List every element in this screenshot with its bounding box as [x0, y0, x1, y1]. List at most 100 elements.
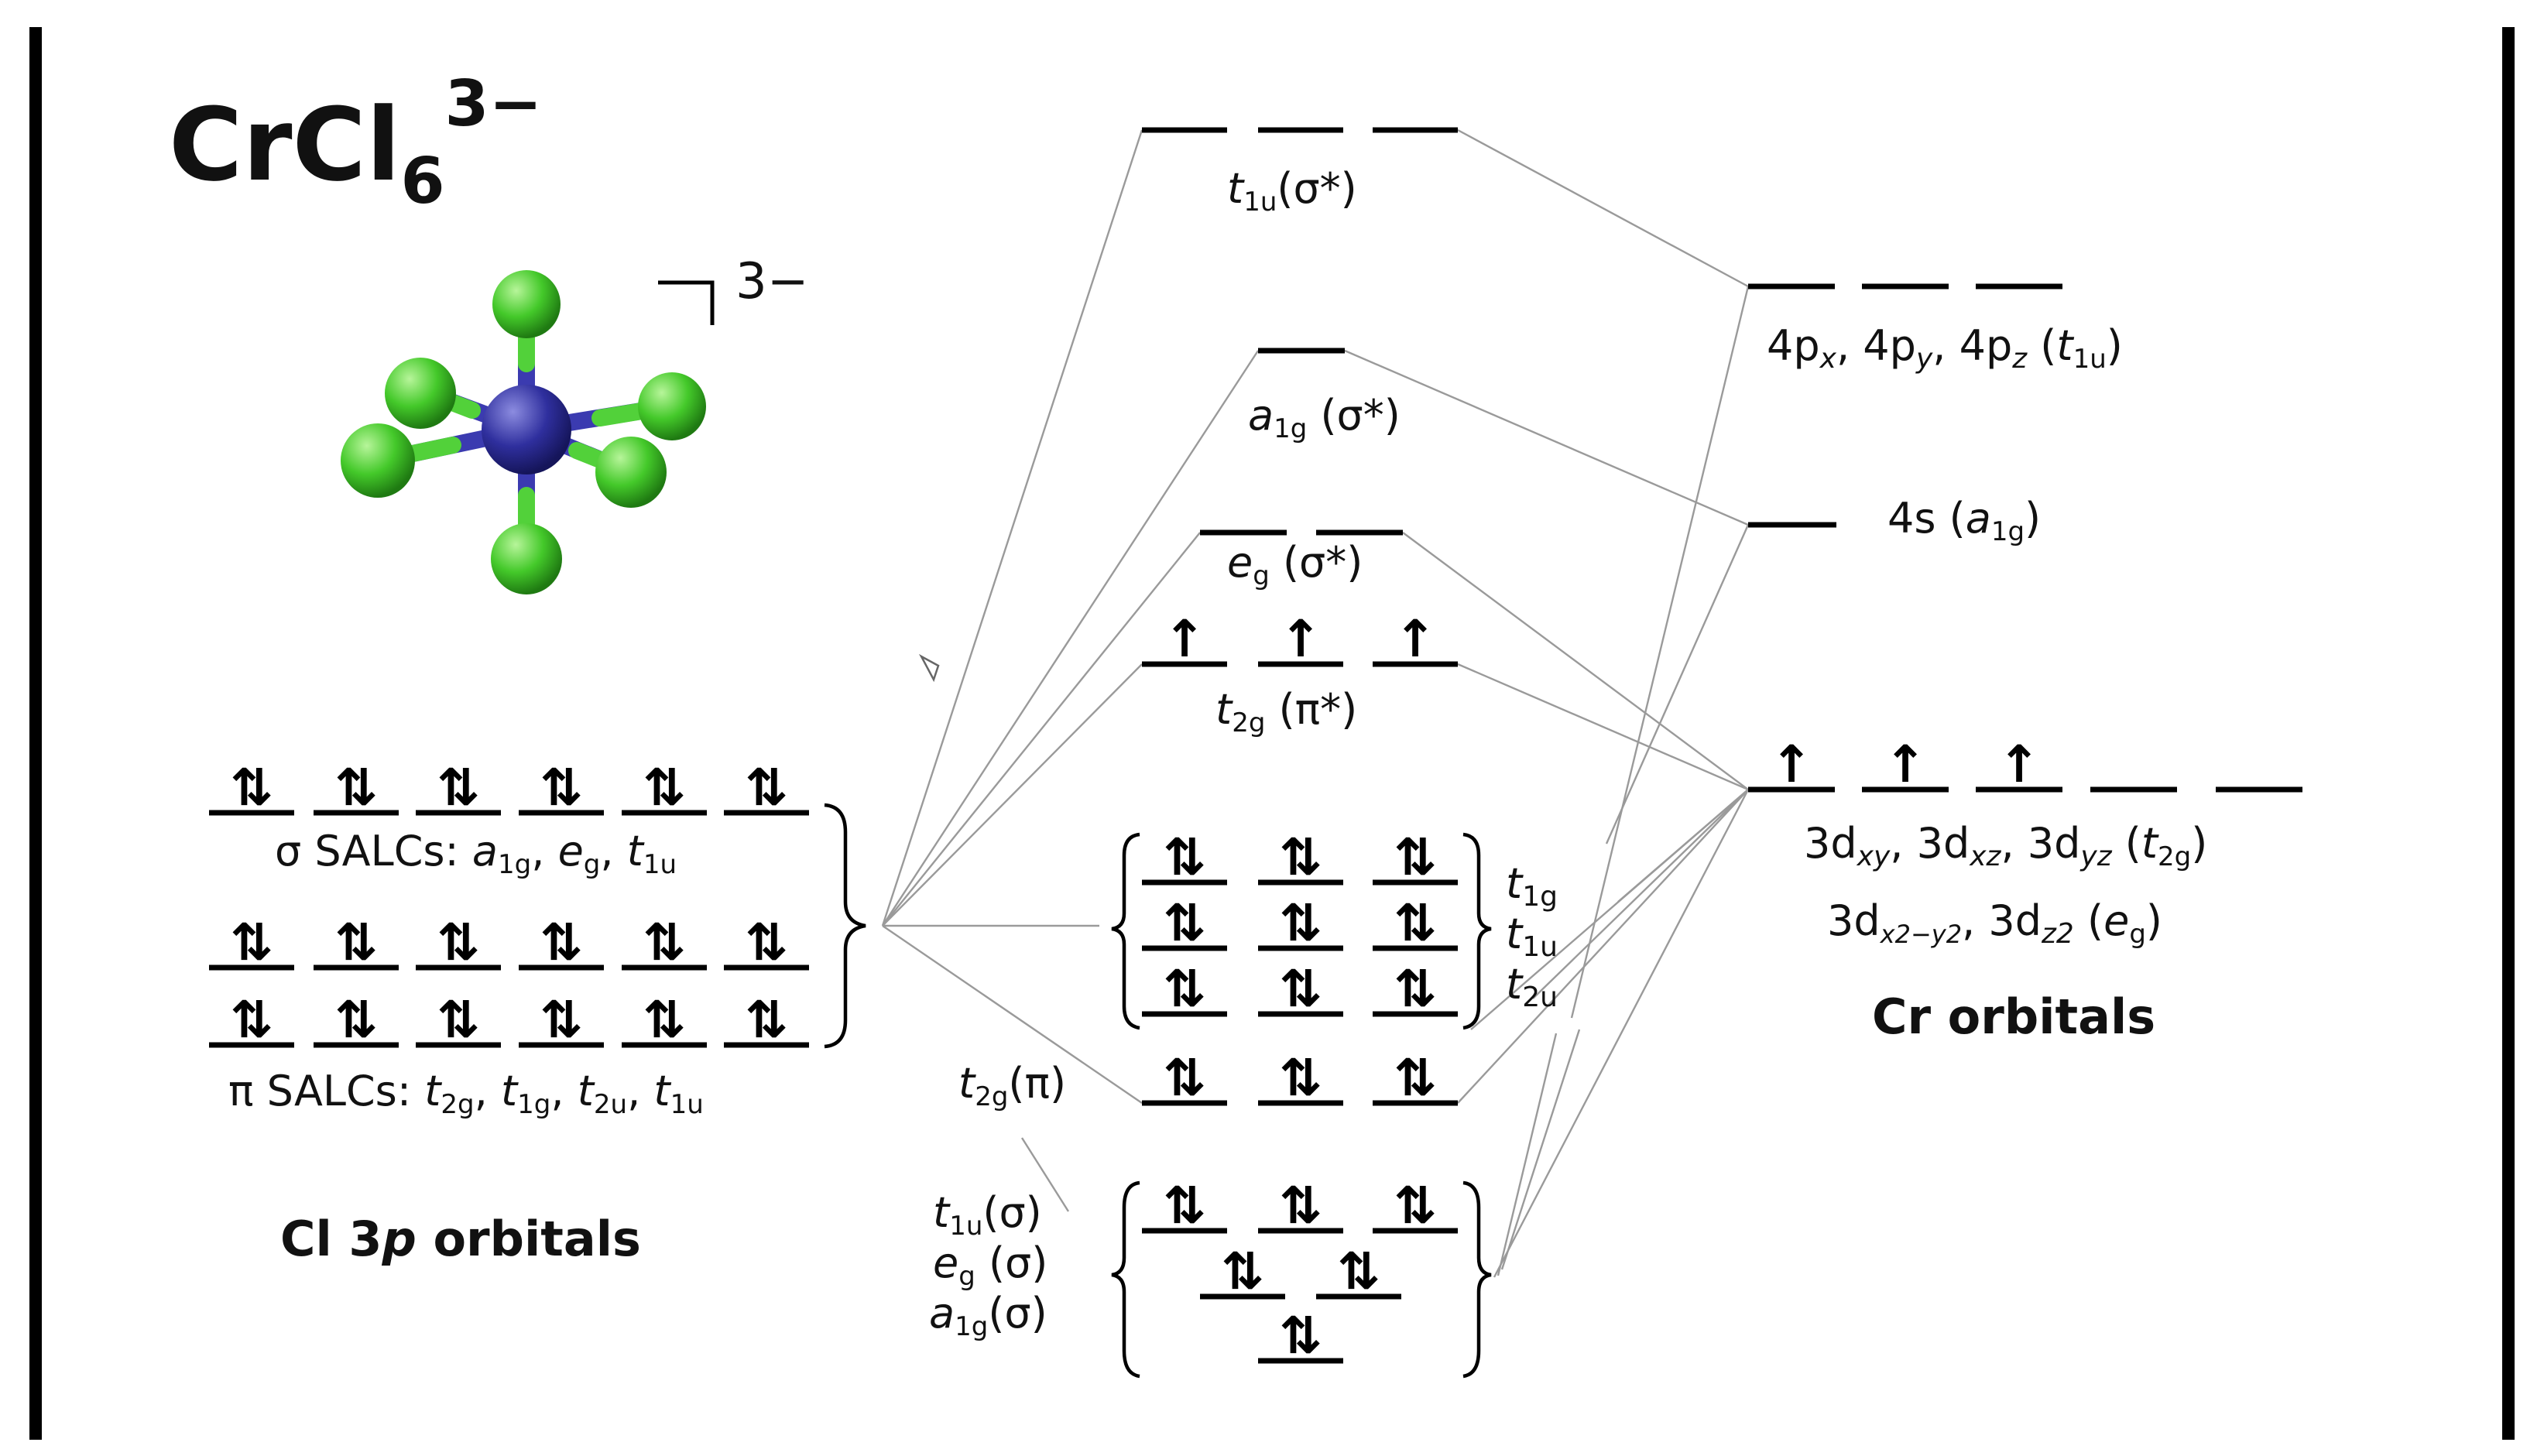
metal-3d-level-2: ↑: [1976, 735, 2062, 794]
nonbonding-level-r0-1: ⇅: [1258, 827, 1343, 887]
nonbonding-level-r0-2: ⇅: [1373, 827, 1458, 887]
ligand-level-r2-2-electron-pair: ⇅: [437, 990, 479, 1050]
correlation-line-18: [1470, 789, 1749, 1030]
label-4s: 4s (a1g): [1887, 494, 2041, 547]
cl-atom-lower-right: [595, 437, 667, 508]
ligand-level-r2-4-electron-pair: ⇅: [643, 990, 685, 1050]
cl-3p-orbitals-title: Cl 3p orbitals: [280, 1211, 641, 1267]
correlation-line-6: [882, 663, 1143, 927]
left-frame-bar: [29, 27, 42, 1440]
label-a1g-sigma: a1g(σ): [929, 1289, 1047, 1342]
ligand-level-r0-4-electron-pair: ⇅: [643, 758, 685, 817]
nonbonding-level-r2-0: ⇅: [1142, 959, 1227, 1019]
nonbonding-level-r1-1-electron-pair: ⇅: [1279, 893, 1322, 953]
ligand-level-r1-2-electron-pair: ⇅: [437, 913, 479, 972]
ligand-level-r0-4: ⇅: [622, 758, 707, 817]
t2g-pi-level-1-electron-pair: ⇅: [1279, 1048, 1322, 1108]
correlation-line-13: [1500, 1029, 1581, 1270]
correlation-line-3: [1344, 349, 1749, 526]
sigma-bonding-level-r0-1-electron-pair: ⇅: [1279, 1176, 1322, 1235]
label-t1u-nb: t1u: [1506, 910, 1558, 963]
sigma-bonding-level-r2-0: ⇅: [1258, 1306, 1343, 1365]
ligand-level-r2-2: ⇅: [416, 990, 501, 1050]
correlation-line-7: [1457, 663, 1749, 791]
nonbonding-level-r2-1: ⇅: [1258, 959, 1343, 1019]
charge-bracket: [658, 280, 715, 325]
t2g-pi-level-0-electron-pair: ⇅: [1163, 1048, 1205, 1108]
ligand-level-r2-3-electron-pair: ⇅: [540, 990, 582, 1050]
ligand-level-r1-1-electron-pair: ⇅: [334, 913, 377, 972]
label-3d-eg: 3dx2−y2, 3dz2 (eg): [1827, 896, 2162, 950]
nonbonding-brace-left: [1111, 832, 1140, 1030]
metal-3d-level-0: ↑: [1748, 735, 1835, 794]
correlation-line-0: [881, 129, 1143, 927]
ligand-level-r1-5-electron-pair: ⇅: [745, 913, 787, 972]
correlation-line-5: [1402, 532, 1749, 790]
nonbonding-level-r2-1-electron-pair: ⇅: [1279, 959, 1322, 1019]
nonbonding-level-r1-2: ⇅: [1373, 893, 1458, 953]
correlation-line-11: [1020, 1137, 1070, 1212]
sigma-bonding-level-r1-1: ⇅: [1316, 1242, 1401, 1301]
t2g-pistar-level-1: ↑: [1258, 609, 1343, 669]
correlation-line-19: [1532, 789, 1749, 999]
nonbonding-level-r2-2: ⇅: [1373, 959, 1458, 1019]
ligand-level-r1-3-electron-pair: ⇅: [540, 913, 582, 972]
ligand-level-r1-4: ⇅: [622, 913, 707, 972]
sigma-bonding-level-r0-2-electron-pair: ⇅: [1394, 1176, 1436, 1235]
label-a1g-star: a1g (σ*): [1248, 391, 1401, 444]
correlation-line-10: [1457, 789, 1749, 1104]
metal-3d-level-0-electron: ↑: [1770, 735, 1812, 794]
label-t2g-pi: t2g(π): [958, 1059, 1066, 1112]
label-t1u-star: t1u(σ*): [1227, 164, 1357, 218]
sigma-salcs-label: σ SALCs: a1g, eg, t1u: [275, 827, 677, 880]
cl-atom-upper-right: [638, 372, 706, 440]
ligand-level-r2-4: ⇅: [622, 990, 707, 1050]
label-t2g-pistar: t2g (π*): [1215, 685, 1357, 738]
t2g-pistar-level-2: ↑: [1373, 609, 1458, 669]
ligand-level-r1-0: ⇅: [209, 913, 294, 972]
metal-3d-level-1-electron: ↑: [1884, 735, 1926, 794]
right-frame-bar: [2502, 27, 2515, 1440]
nonbonding-level-r1-2-electron-pair: ⇅: [1394, 893, 1436, 953]
ligand-level-r0-2: ⇅: [416, 758, 501, 817]
ligand-level-r2-0: ⇅: [209, 990, 294, 1050]
correlation-line-12: [1493, 789, 1750, 1278]
ligand-level-r2-5-electron-pair: ⇅: [745, 990, 787, 1050]
sigma-bonding-level-r2-0-electron-pair: ⇅: [1279, 1306, 1322, 1365]
pi-salcs-label: π SALCs: t2g, t1g, t2u, t1u: [228, 1067, 704, 1120]
nonbonding-level-r0-1-electron-pair: ⇅: [1279, 827, 1322, 887]
label-eg-star: eg (σ*): [1227, 538, 1363, 591]
sigma-brace-left: [1111, 1180, 1140, 1379]
ligand-level-r2-1: ⇅: [314, 990, 399, 1050]
cl-atom-bottom: [491, 523, 562, 594]
sigma-bonding-level-r1-0-electron-pair: ⇅: [1221, 1242, 1263, 1301]
t2g-pistar-level-0: ↑: [1142, 609, 1227, 669]
ligand-level-r0-1: ⇅: [314, 758, 399, 817]
label-t2u-nb: t2u: [1506, 960, 1558, 1013]
octahedral-molecule-model: [341, 270, 706, 594]
label-3d-t2g: 3dxy, 3dxz, 3dyz (t2g): [1804, 819, 2207, 872]
correlation-line-16: [1605, 524, 1750, 844]
metal-3d-level-1: ↑: [1862, 735, 1949, 794]
t2g-pistar-level-2-electron: ↑: [1394, 609, 1436, 669]
sigma-brace-right: [1462, 1180, 1492, 1379]
correlation-line-4: [882, 532, 1201, 927]
t2g-pi-level-0: ⇅: [1142, 1048, 1227, 1108]
ligand-level-r0-5: ⇅: [724, 758, 809, 817]
correlation-line-14: [1497, 1033, 1558, 1276]
sigma-bonding-level-r0-0: ⇅: [1142, 1176, 1227, 1235]
ligand-level-r2-0-electron-pair: ⇅: [230, 990, 273, 1050]
sigma-bonding-level-r0-1: ⇅: [1258, 1176, 1343, 1235]
label-t1g-nb: t1g: [1506, 859, 1558, 913]
correlation-line-1: [1457, 128, 1749, 288]
label-eg-sigma: eg (σ): [933, 1238, 1047, 1292]
t2g-pistar-level-0-electron: ↑: [1163, 609, 1205, 669]
orbital-levels: ⇅⇅⇅⇅⇅⇅⇅⇅⇅⇅⇅⇅⇅⇅⇅⇅⇅⇅↑↑↑⇅⇅⇅⇅⇅⇅⇅⇅⇅⇅⇅⇅⇅⇅⇅⇅⇅⇅↑…: [209, 127, 2302, 1365]
nonbonding-level-r0-0: ⇅: [1142, 827, 1227, 887]
ligand-brace: [824, 803, 866, 1049]
ligand-level-r0-0-electron-pair: ⇅: [230, 758, 273, 817]
ligand-level-r0-2-electron-pair: ⇅: [437, 758, 479, 817]
stray-mark: [918, 653, 940, 683]
ligand-level-r1-3: ⇅: [519, 913, 604, 972]
